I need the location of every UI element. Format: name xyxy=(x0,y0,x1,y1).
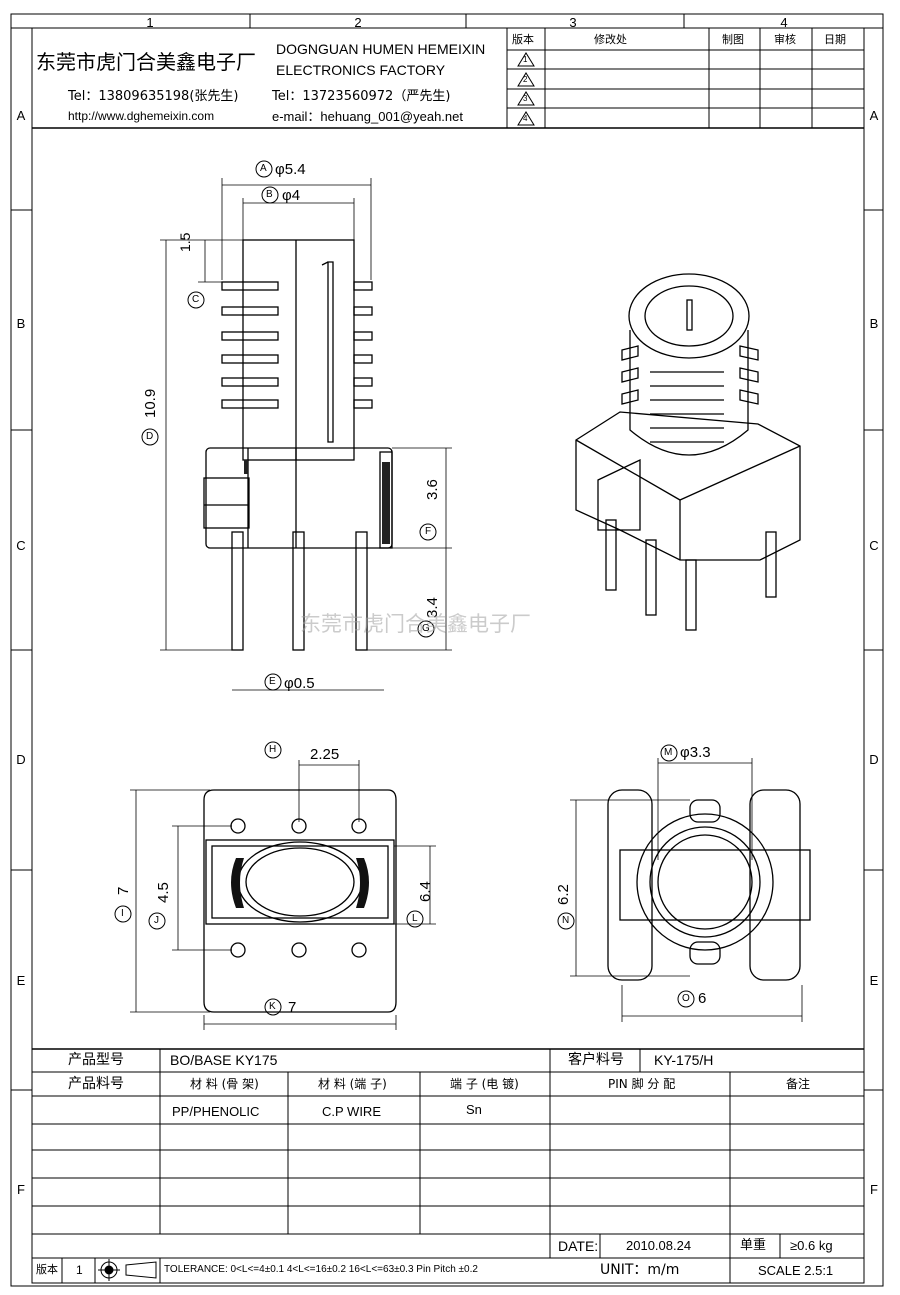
company-url: http://www.dghemeixin.com xyxy=(68,109,215,123)
front-view xyxy=(203,239,393,651)
ruler-letter-d-right: D xyxy=(869,752,879,767)
ruler-letter-c-right: C xyxy=(869,538,879,553)
material-bobbin-label: 材 料 (骨 架) xyxy=(190,1077,259,1091)
ruler-number-4: 4 xyxy=(780,15,788,30)
callout-c: C xyxy=(192,294,200,305)
ruler-letter-f: F xyxy=(17,1182,25,1197)
remark-label: 备注 xyxy=(786,1077,811,1091)
ruler-letter-d: D xyxy=(16,752,26,767)
ruler-letter-a-right: A xyxy=(869,108,879,123)
dim-c: 1.5 xyxy=(177,232,193,252)
material-pin-value: C.P WIRE xyxy=(322,1104,381,1119)
rev-row-1: 1 xyxy=(523,55,528,64)
customer-part-value: KY-175/H xyxy=(654,1052,714,1068)
ruler-letter-b-right: B xyxy=(869,316,879,331)
isometric-view xyxy=(575,273,801,631)
inner-frame xyxy=(31,27,865,1284)
bottom-view-shading xyxy=(231,858,369,908)
version-value: 1 xyxy=(76,1263,83,1277)
ruler-letter-f-right: F xyxy=(870,1182,878,1197)
dim-k: 7 xyxy=(288,999,297,1016)
plating-value: Sn xyxy=(466,1102,482,1117)
ruler-letter-e-right: E xyxy=(869,973,879,988)
front-view-shading xyxy=(244,460,390,544)
rev-header-checked: 审核 xyxy=(774,33,796,46)
callout-m: M xyxy=(664,747,673,758)
company-name-cn: 东莞市虎门合美鑫电子厂 xyxy=(36,50,256,74)
bottom-view xyxy=(203,789,397,1013)
product-model-value: BO/BASE KY175 xyxy=(170,1052,278,1068)
top-view xyxy=(607,789,811,981)
material-pin-label: 材 料 (端 子) xyxy=(318,1077,387,1091)
weight-label: 单重 xyxy=(740,1238,767,1253)
dim-o: 6 xyxy=(698,990,707,1007)
front-dimensions xyxy=(160,178,452,691)
ruler-letter-e: E xyxy=(16,973,26,988)
contact-tel-1: Tel：13809635198(张先生) xyxy=(68,89,239,104)
tolerance-text: TOLERANCE: 0<L<=4±0.1 4<L<=16±0.2 16<L<=… xyxy=(164,1264,478,1275)
callout-n: N xyxy=(562,915,570,926)
rev-row-3: 3 xyxy=(523,94,528,103)
ruler-letter-b: B xyxy=(16,316,26,331)
projection-symbol xyxy=(98,1259,157,1281)
date-value: 2010.08.24 xyxy=(626,1238,692,1253)
callout-l-letter: L xyxy=(412,913,418,924)
dim-i: 7 xyxy=(115,886,132,895)
dim-e: φ0.5 xyxy=(284,675,315,692)
callout-g: G xyxy=(422,623,430,634)
rev-header-change: 修改处 xyxy=(594,33,627,46)
callout-f: F xyxy=(425,526,432,537)
dim-b: φ4 xyxy=(282,187,301,204)
date-label: DATE: xyxy=(558,1238,599,1254)
dim-h: 2.25 xyxy=(310,746,340,763)
callout-o: O xyxy=(682,993,690,1004)
rev-header-version: 版本 xyxy=(512,33,534,46)
dim-l: 6.4 xyxy=(417,881,434,902)
product-model-label: 产品型号 xyxy=(68,1052,124,1068)
company-email: e-mail：hehuang_001@yeah.net xyxy=(272,109,463,124)
version-label: 版本 xyxy=(36,1263,58,1276)
callout-circles xyxy=(114,160,695,1016)
callout-j: J xyxy=(154,915,159,926)
unit-text: UNIT：m/m xyxy=(600,1262,680,1278)
callout-d: D xyxy=(146,431,154,442)
ruler-letter-a: A xyxy=(16,108,26,123)
ruler-number-2: 2 xyxy=(354,15,362,30)
callout-a: A xyxy=(260,163,267,174)
product-part-label: 产品料号 xyxy=(68,1076,124,1092)
rev-header-date: 日期 xyxy=(824,33,846,46)
callout-b: B xyxy=(266,189,273,200)
plating-label: 端 子 (电 镀) xyxy=(450,1077,519,1091)
callout-e: E xyxy=(269,676,276,687)
rev-header-drawn: 制图 xyxy=(722,33,744,46)
scale-text: SCALE 2.5:1 xyxy=(758,1263,834,1278)
dim-n: 6.2 xyxy=(555,884,572,905)
dim-a: φ5.4 xyxy=(275,161,306,178)
dim-j: 4.5 xyxy=(155,882,172,903)
bottom-dimensions xyxy=(130,760,436,1030)
callout-h: H xyxy=(269,744,277,755)
top-dimensions xyxy=(570,758,803,1022)
rev-row-2: 2 xyxy=(523,75,528,84)
material-bobbin-value: PP/PHENOLIC xyxy=(172,1104,260,1119)
rev-row-4: 4 xyxy=(523,114,528,123)
dim-f: 3.6 xyxy=(424,479,441,500)
dim-d: 10.9 xyxy=(142,388,159,418)
company-name-en-1: DOGNGUAN HUMEN HEMEIXIN xyxy=(276,41,486,57)
title-block-lines xyxy=(32,1048,864,1283)
dim-m: φ3.3 xyxy=(680,744,711,761)
pin-assign-label: PIN 脚 分 配 xyxy=(608,1077,676,1091)
weight-value: ≥0.6 kg xyxy=(790,1238,833,1253)
contact-tel-2: Tel：13723560972（严先生) xyxy=(272,89,451,104)
ruler-number-1: 1 xyxy=(146,15,154,30)
watermark-text: 东莞市虎门合美鑫电子厂 xyxy=(300,612,531,636)
ruler-letter-c: C xyxy=(16,538,26,553)
customer-part-label: 客户料号 xyxy=(568,1052,624,1068)
company-name-en-2: ELECTRONICS FACTORY xyxy=(276,62,446,78)
callout-i: I xyxy=(121,908,124,919)
ruler-number-3: 3 xyxy=(569,15,577,30)
callout-k: K xyxy=(269,1001,276,1012)
